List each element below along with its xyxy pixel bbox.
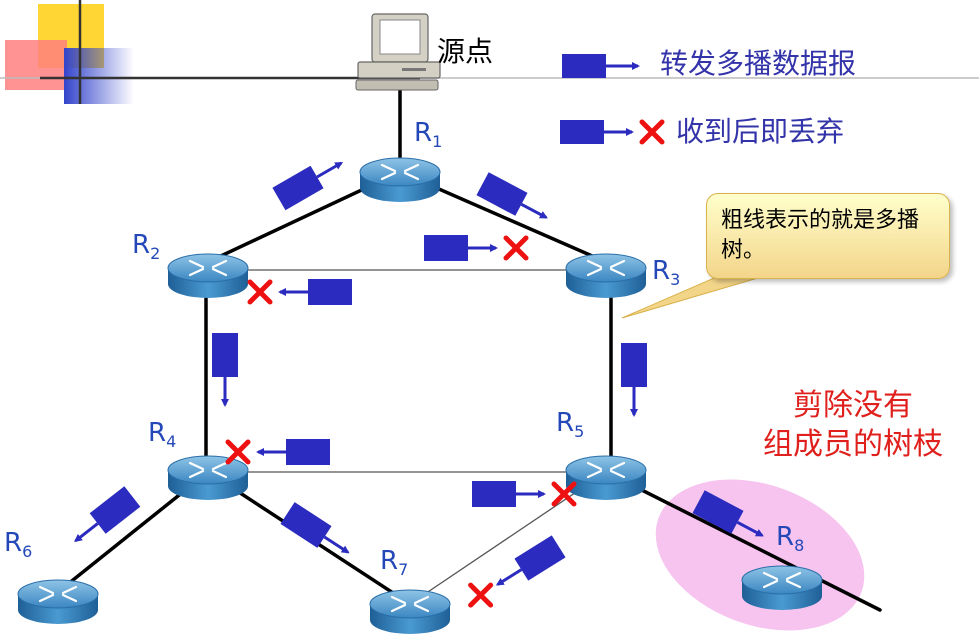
source-computer-icon bbox=[355, 13, 441, 91]
router-label-r7: R7 bbox=[380, 548, 408, 578]
router-icon-r3 bbox=[565, 253, 647, 298]
discard-x-icon bbox=[468, 582, 494, 608]
router-label-r6: R6 bbox=[4, 530, 32, 560]
router-label-main: R bbox=[556, 408, 575, 438]
legend-discard-icon bbox=[560, 119, 665, 145]
packet-r2-r3-dropped bbox=[424, 235, 529, 261]
router-label-main: R bbox=[4, 528, 23, 558]
router-label-main: R bbox=[380, 546, 399, 576]
legend-discard-label: 收到后即丢弃 bbox=[676, 115, 845, 148]
prune-branch-label: 剪除没有 组成员的树枝 bbox=[763, 388, 943, 462]
packet-r5-r4-dropped bbox=[225, 439, 330, 465]
packet-r5-r7-dropped bbox=[468, 535, 566, 608]
router-icon-r8 bbox=[741, 565, 823, 610]
router-label-sub: 3 bbox=[670, 270, 681, 290]
router-icon-r6 bbox=[17, 579, 99, 624]
router-label-r8: R8 bbox=[776, 524, 804, 554]
packets bbox=[74, 161, 764, 608]
packet-r4-r7 bbox=[280, 502, 350, 554]
router-icon-r5 bbox=[565, 455, 647, 500]
router-label-main: R bbox=[776, 522, 795, 552]
router-label-main: R bbox=[148, 418, 167, 448]
router-label-sub: 8 bbox=[794, 536, 805, 556]
corner-logo bbox=[0, 0, 979, 104]
legend-forward-label: 转发多播数据报 bbox=[660, 47, 857, 80]
router-icon-r1 bbox=[359, 157, 441, 202]
router-label-r2: R2 bbox=[132, 232, 160, 262]
router-label-sub: 5 bbox=[574, 422, 585, 442]
router-label-sub: 7 bbox=[398, 560, 409, 580]
router-label-r1: R1 bbox=[414, 120, 442, 150]
router-icon-r4 bbox=[167, 455, 249, 500]
discard-x-icon bbox=[247, 279, 273, 305]
router-icon-r2 bbox=[167, 253, 249, 298]
discard-x-icon bbox=[503, 235, 529, 261]
discard-x-icon bbox=[225, 439, 251, 465]
routers bbox=[17, 157, 823, 634]
router-label-sub: 4 bbox=[166, 432, 177, 452]
packet-r1-r3 bbox=[476, 172, 548, 219]
router-label-sub: 6 bbox=[22, 542, 33, 562]
router-label-r5: R5 bbox=[556, 410, 584, 440]
packet-r4-r5-dropped bbox=[472, 481, 577, 507]
packet-r5-r8 bbox=[692, 490, 764, 537]
router-label-main: R bbox=[132, 230, 151, 260]
multicast-tree-note: 粗线表示的就是多播树。 bbox=[706, 193, 950, 279]
router-label-sub: 2 bbox=[150, 244, 161, 264]
source-label: 源点 bbox=[437, 35, 494, 68]
router-label-r3: R3 bbox=[652, 258, 680, 288]
router-label-r4: R4 bbox=[148, 420, 176, 450]
router-icon-r7 bbox=[369, 589, 451, 634]
router-label-main: R bbox=[414, 118, 433, 148]
packet-r1-r2 bbox=[272, 161, 344, 211]
packet-r3-r2-dropped bbox=[247, 279, 352, 305]
prune-area bbox=[655, 479, 865, 631]
router-label-main: R bbox=[652, 256, 671, 286]
legend-forward-icon bbox=[562, 54, 640, 78]
packet-r4-r6 bbox=[74, 486, 141, 543]
discard-x-icon bbox=[551, 481, 577, 507]
router-label-sub: 1 bbox=[432, 132, 443, 152]
packet-r3-r5 bbox=[621, 343, 647, 417]
packet-r2-r4 bbox=[212, 333, 238, 407]
